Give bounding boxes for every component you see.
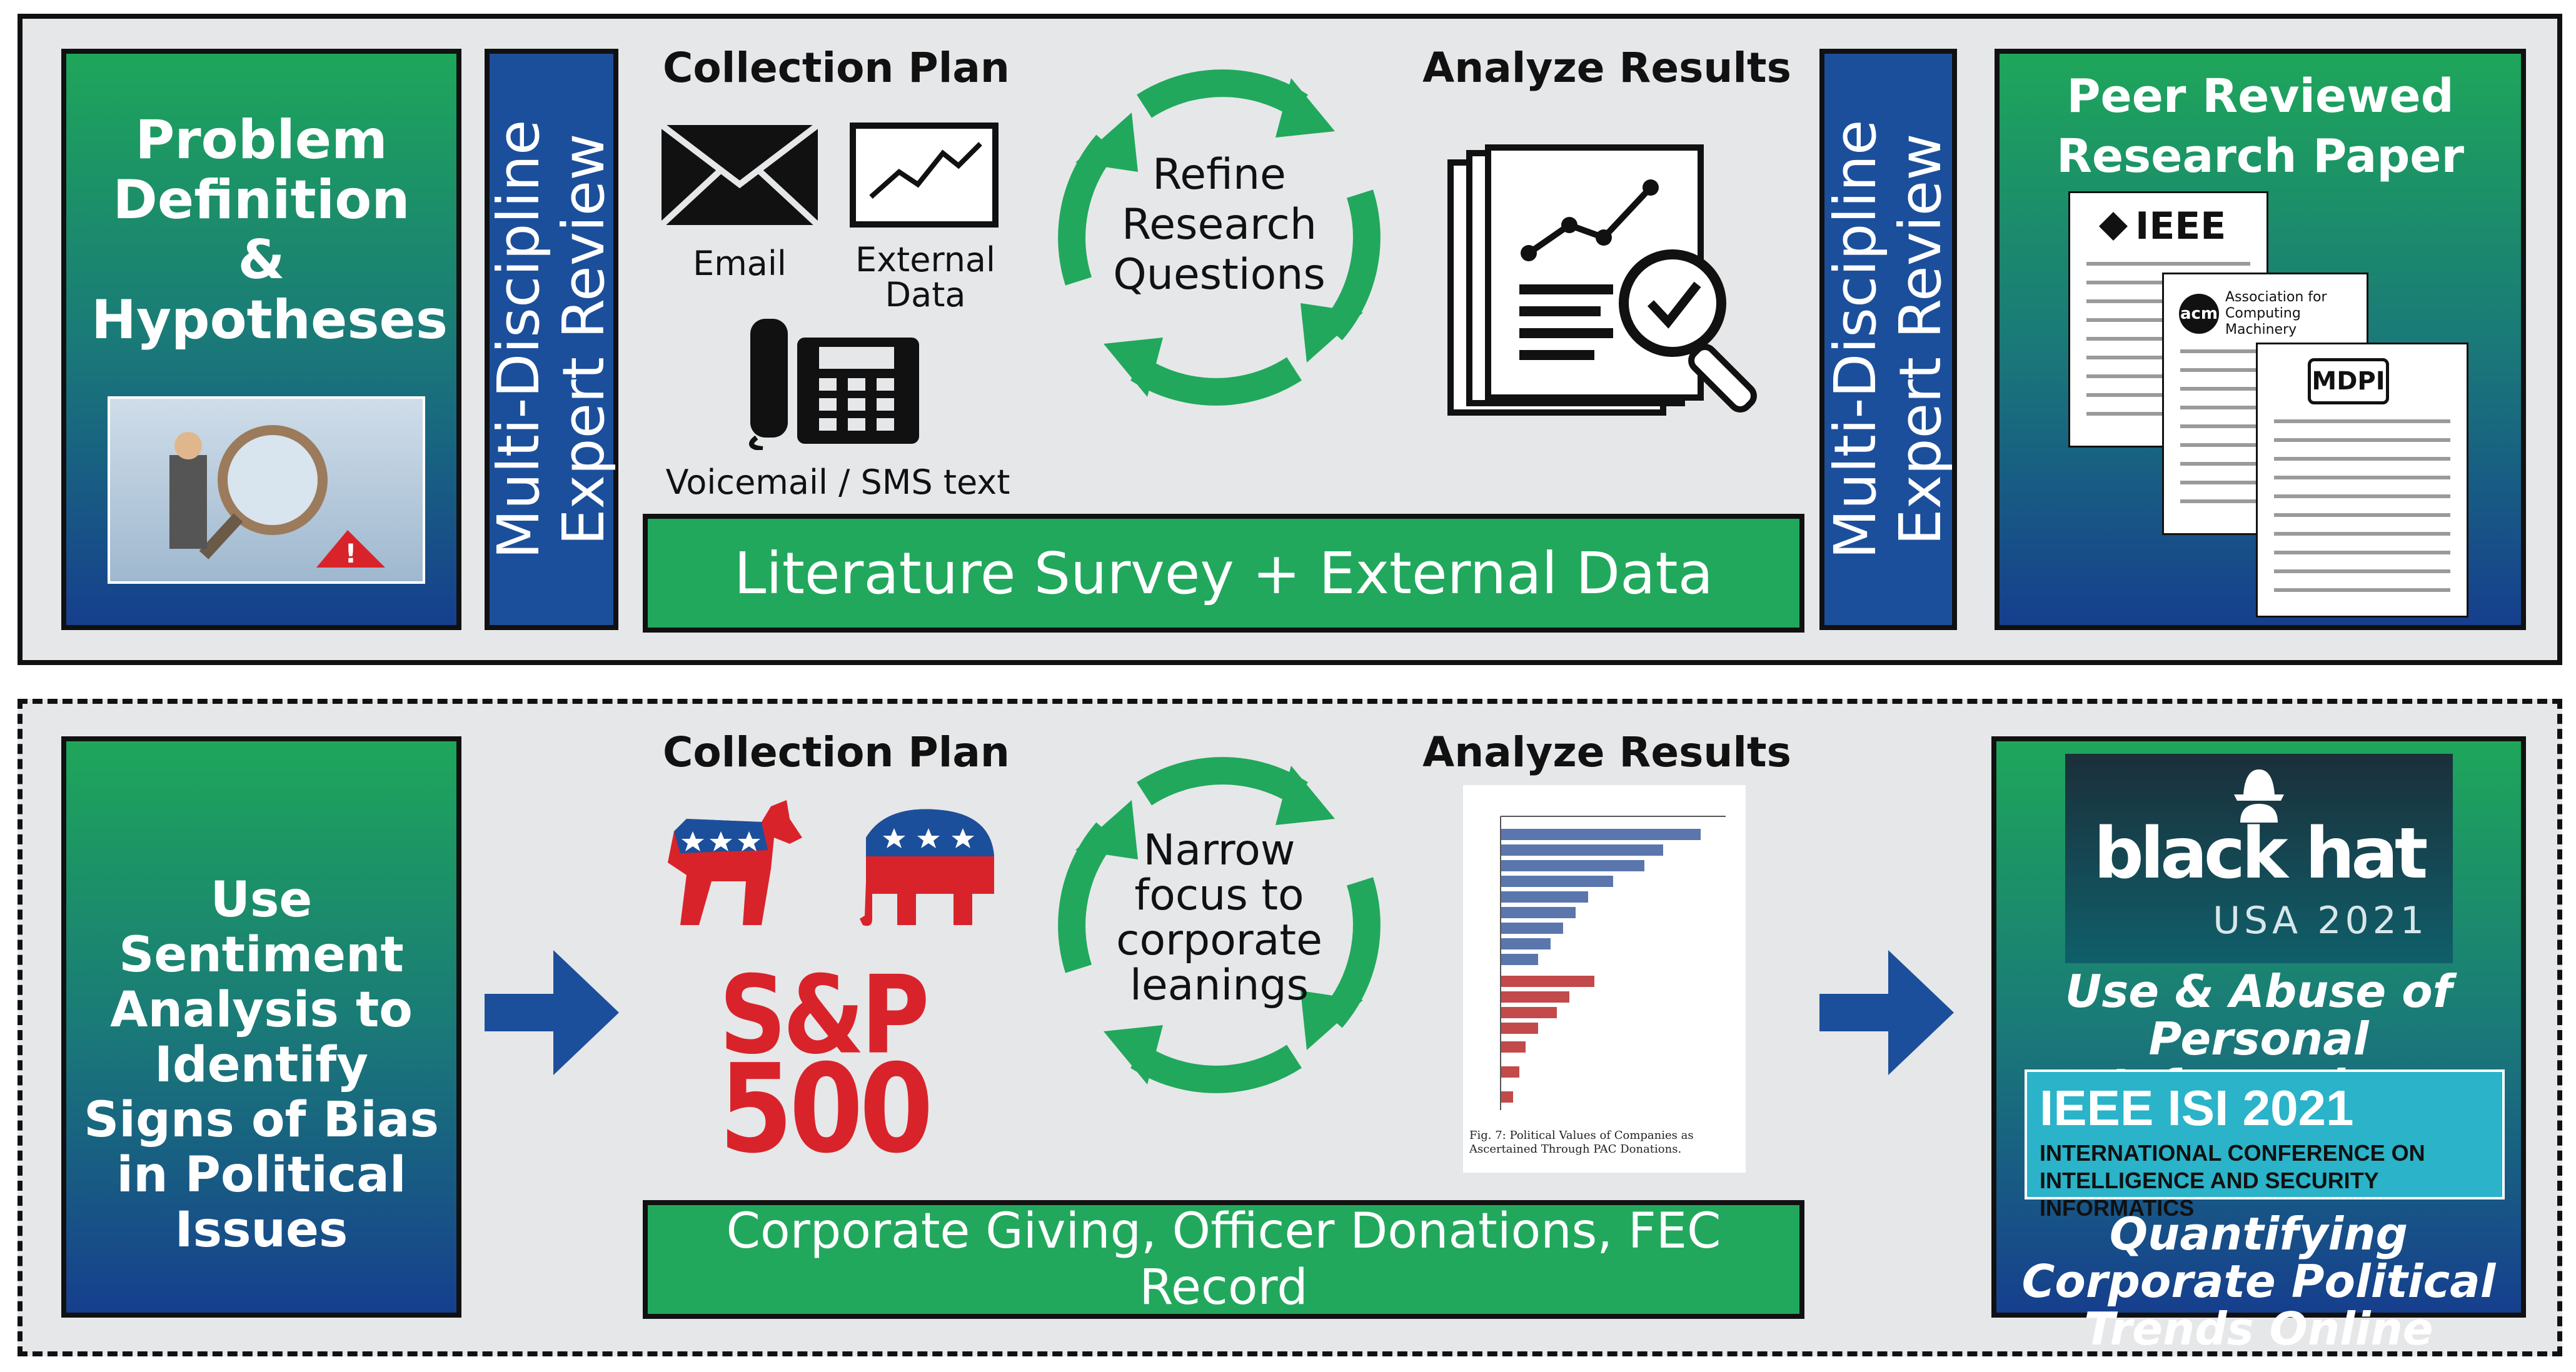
mdpi-paper-thumbnail: MDPI (2256, 343, 2468, 618)
bottom-analyze-results-header: Analyze Results (1422, 728, 1791, 776)
magnifier-illustration: ! (108, 396, 425, 584)
email-label: Email (693, 244, 787, 283)
cycle-arrows-icon-bottom (1058, 757, 1381, 1093)
acm-logo: acm Association for Computing Machinery (2179, 289, 2327, 338)
problem-definition-box: Problem Definition & Hypotheses ! (61, 49, 461, 630)
voicemail-sms-label: Voicemail / SMS text (665, 463, 1010, 502)
sp500-logo-line1: S&P (719, 953, 930, 1079)
report-magnifier-icon (1447, 144, 1757, 416)
right-arrow-icon-right (1819, 950, 1954, 1075)
expert-review-left-box: Multi-Discipline Expert Review (485, 49, 618, 630)
ieee-isi-panel: IEEE ISI 2021 INTERNATIONAL CONFERENCE O… (2025, 1069, 2505, 1221)
top-analyze-results-header: Analyze Results (1422, 44, 1791, 92)
external-data-label: External Data (855, 240, 996, 314)
bottom-collection-plan-header: Collection Plan (663, 728, 1010, 776)
line-chart-icon (850, 123, 999, 228)
isi-paper-title: Quantifying Corporate Political Trends O… (2021, 1208, 2496, 1355)
result-bar-chart (1500, 816, 1726, 1110)
chart-caption: Fig. 7: Political Values of Companies as… (1469, 1129, 1694, 1156)
refine-research-text: Refine Research Questions (1113, 150, 1326, 299)
blackhat-logo-panel: black hat USA 2021 (2065, 754, 2453, 963)
problem-definition-title: Problem Definition & Hypotheses (91, 109, 448, 351)
ieee-isi-title: IEEE ISI 2021 (2040, 1080, 2354, 1136)
literature-survey-bar: Literature Survey + External Data (643, 514, 1804, 633)
ieee-logo: IEEE (2098, 204, 2226, 248)
narrow-focus-text: Narrow focus to corporate leanings (1116, 826, 1322, 1010)
right-arrow-icon-left (485, 950, 619, 1075)
acm-badge: acm (2179, 294, 2219, 334)
corporate-giving-bar: Corporate Giving, Officer Donations, FEC… (643, 1200, 1804, 1319)
sp500-logo: S&P 500 (719, 962, 933, 1171)
envelope-icon (662, 125, 818, 225)
blackhat-usa-text: USA 2021 (2213, 899, 2428, 943)
corporate-giving-text: Corporate Giving, Officer Donations, FEC… (726, 1203, 1721, 1316)
donkey-icon (668, 800, 802, 925)
publications-box: black hat USA 2021 Use & Abuse of Person… (1991, 736, 2526, 1353)
expert-review-right-box: Multi-Discipline Expert Review (1819, 49, 1957, 630)
blackhat-person-icon (2234, 769, 2284, 823)
mdpi-logo: MDPI (2308, 358, 2389, 404)
elephant-icon (860, 809, 994, 926)
desk-phone-icon (749, 319, 919, 450)
peer-reviewed-box: Peer Reviewed Research Paper IEEE acm As… (1995, 49, 2526, 630)
literature-survey-text: Literature Survey + External Data (734, 539, 1713, 607)
result-chart-thumbnail: Fig. 7: Political Values of Companies as… (1463, 785, 1746, 1173)
blackhat-logo-text: black hat (2093, 813, 2428, 894)
expert-review-left-text: Multi-Discipline Expert Review (485, 119, 617, 559)
ieee-isi-subtitle: INTERNATIONAL CONFERENCE ON INTELLIGENCE… (2040, 1140, 2425, 1221)
sp500-logo-line2: 500 (719, 1038, 933, 1181)
svg-text:!: ! (345, 538, 356, 569)
peer-reviewed-title: Peer Reviewed Research Paper (2056, 69, 2464, 183)
sentiment-analysis-box: Use Sentiment Analysis to Identify Signs… (61, 736, 461, 1318)
ieee-diamond-icon (2099, 212, 2128, 241)
top-collection-plan-header: Collection Plan (663, 44, 1010, 92)
sentiment-analysis-title: Use Sentiment Analysis to Identify Signs… (84, 872, 439, 1258)
cycle-arrows-icon (1058, 69, 1381, 406)
expert-review-right-text: Multi-Discipline Expert Review (1822, 119, 1954, 559)
